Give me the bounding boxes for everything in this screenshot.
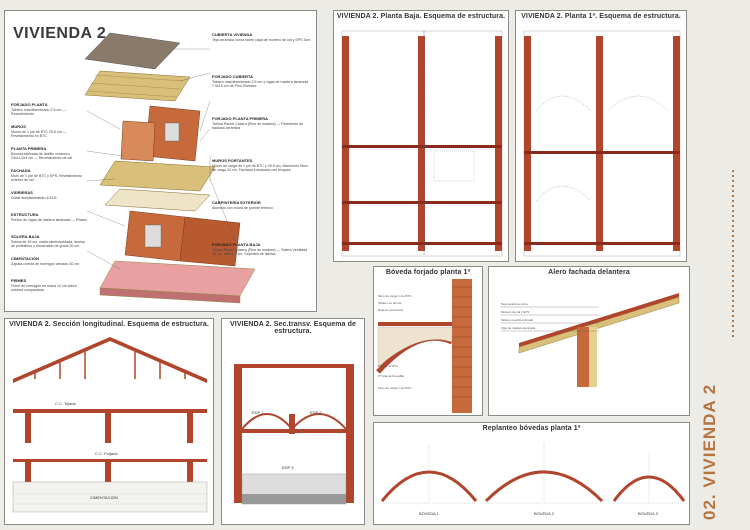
note-text: Muro de 1 pie de BTC y EPS, Revestimient… xyxy=(11,173,82,183)
label-muro-inf: Muro de carga 1 pie BTC xyxy=(378,386,412,390)
label-muro-sup: Muro de carga 1 pie BTC xyxy=(378,294,412,298)
label-hoja-1: 1ª hoja de BTC xyxy=(378,364,399,368)
panel-alero-fachada: Alero fachada delantera Teja cerámica cu… xyxy=(488,266,690,416)
label-boveda-2: BÓVEDA 2 xyxy=(534,511,555,516)
boveda-forjado-drawing: Muro de carga 1 pie BTC Tablero de tarim… xyxy=(376,279,472,413)
note-heading: FORJADO PLANTA xyxy=(11,102,48,107)
planta-primera-drawing xyxy=(523,30,681,257)
panel-seccion-longitudinal: VIVIENDA 2. Sección longitudinal. Esquem… xyxy=(4,318,214,525)
note-heading: FORJADO PLANTA BAJA xyxy=(212,242,261,247)
note-text: Tablero machihembrado 2.5 cm — Revestimi… xyxy=(11,107,66,117)
label-teja: Teja cerámica curva xyxy=(501,302,528,306)
replanteo-drawing: BÓVEDA 1 BÓVEDA 2 BÓVEDA 3 xyxy=(380,443,686,516)
alero-drawing: Teja cerámica curva Mortero de cal y EPS… xyxy=(501,293,680,387)
note-heading: PLANTA PRIMERA xyxy=(11,146,47,151)
panel-title: VIVIENDA 2. Planta Baja. Esquema de estr… xyxy=(336,13,506,20)
note-text: Aluminio con rotura de puente térmico xyxy=(212,205,273,210)
panel-seccion-transversal: VIVIENDA 2. Sec.transv. Esquema de estru… xyxy=(221,318,365,525)
note-text: Tarima Parzet Casera (Pino de madera) — … xyxy=(212,121,304,131)
note-heading: FACHADA xyxy=(11,168,31,173)
label-edp-2: EDP 2 xyxy=(310,410,322,415)
label-cc-tejado: C.C. Tejado xyxy=(55,401,77,406)
panel-title: VIVIENDA 2. Sec.transv. Esquema de estru… xyxy=(230,321,356,335)
panel-title: Alero fachada delantera xyxy=(548,269,630,276)
note-text: Solera de 15 cm, malla electrosoldada, l… xyxy=(11,239,85,249)
panel-title: Bóveda forjado planta 1ª xyxy=(385,269,471,276)
label-mortero: Mortero de cal y EPS xyxy=(501,310,529,314)
longitudinal-section-drawing: C.C. Tejado C.C. Forjado CIMENTACIÓN xyxy=(12,337,208,513)
note-text: Firme de hormigón en masa 10 cm sobre za… xyxy=(11,283,77,293)
note-text: Doble acristalamiento 4/12/6 xyxy=(11,195,57,200)
note-heading: VIDRIERAS xyxy=(11,190,33,195)
label-tablero: Tablero de tarima xyxy=(378,301,402,305)
label-relleno: Relleno estructural xyxy=(378,308,403,312)
label-tablero: Tablero machihembrado xyxy=(501,318,534,322)
panel-title: VIVIENDA 2. Sección longitudinal. Esquem… xyxy=(9,321,209,328)
note-heading: ESTRUCTURA xyxy=(11,212,39,217)
note-heading: CARPINTERÍA EXTERIOR xyxy=(212,200,261,205)
side-title: 02. VIVIENDA 2 xyxy=(700,383,719,520)
exploded-axonometric xyxy=(84,32,256,304)
planta-baja-drawing xyxy=(341,30,503,257)
note-heading: MUROS xyxy=(11,124,26,129)
panel-planta-primera: VIVIENDA 2. Planta 1ª. Esquema de estruc… xyxy=(515,10,687,262)
label-hoja-2: 2ª hoja de bovedilla xyxy=(378,374,404,378)
panel-title: VIVIENDA 2. Planta 1ª. Esquema de estruc… xyxy=(521,13,681,20)
transversal-section-drawing: EDP 1 EDP 2 EDP 3 xyxy=(234,364,354,505)
note-text: Tablero machihembrado 2.5 cm y vigas de … xyxy=(212,79,309,89)
note-heading: CUBIERTA VIVIENDA xyxy=(212,32,253,37)
note-text: Bóveda tabicada de ladrillo cerámico 24x… xyxy=(11,151,73,161)
label-cc-forjado: C.C. Forjado xyxy=(95,451,118,456)
note-heading: FIRMES xyxy=(11,278,27,283)
note-heading: FORJADO CUBIERTA xyxy=(212,74,254,79)
label-cimentacion: CIMENTACIÓN xyxy=(90,495,118,500)
note-heading: MUROS PORTANTES xyxy=(212,158,253,163)
label-edp-3: EDP 3 xyxy=(282,465,294,470)
note-text: Pórtico de vigas de madera laminada — Pi… xyxy=(11,217,87,222)
note-text: Muros de 1 pie de BTC 29.5 cm — Revestim… xyxy=(11,129,67,139)
note-heading: SOLERA BAJA xyxy=(11,234,40,239)
main-title: VIVIENDA 2 xyxy=(13,25,107,42)
note-heading: FORJADO PLANTA PRIMERA xyxy=(212,116,268,121)
panel-title: Replanteo bóvedas planta 1ª xyxy=(482,425,581,432)
panel-planta-baja: VIVIENDA 2. Planta Baja. Esquema de estr… xyxy=(333,10,509,262)
label-boveda-3: BÓVEDA 3 xyxy=(638,511,659,516)
note-text: Zapata corrida de hormigón armado 30 cm xyxy=(11,261,80,266)
label-edp-1: EDP 1 xyxy=(252,410,264,415)
label-viga: Viga de madera laminada xyxy=(501,326,535,330)
panel-boveda-forjado: Bóveda forjado planta 1ª Muro de carga 1… xyxy=(373,266,483,416)
label-boveda-1: BÓVEDA 1 xyxy=(419,511,440,516)
note-text: Muros de carga de 1 pie de BTC y 29.5 cm… xyxy=(212,163,309,173)
title-dots xyxy=(732,170,734,338)
note-text: Teja cerámica curva sobre capa de morter… xyxy=(212,37,311,42)
note-heading: CIMENTACIÓN xyxy=(11,256,39,261)
panel-replanteo-bovedas: Replanteo bóvedas planta 1ª BÓVEDA 1 BÓV… xyxy=(373,422,690,525)
note-text: Tarima Parzet Casera (Pino de madera) — … xyxy=(212,247,308,257)
main-panel: VIVIENDA 2 CUBIERTA VIV xyxy=(4,10,317,312)
